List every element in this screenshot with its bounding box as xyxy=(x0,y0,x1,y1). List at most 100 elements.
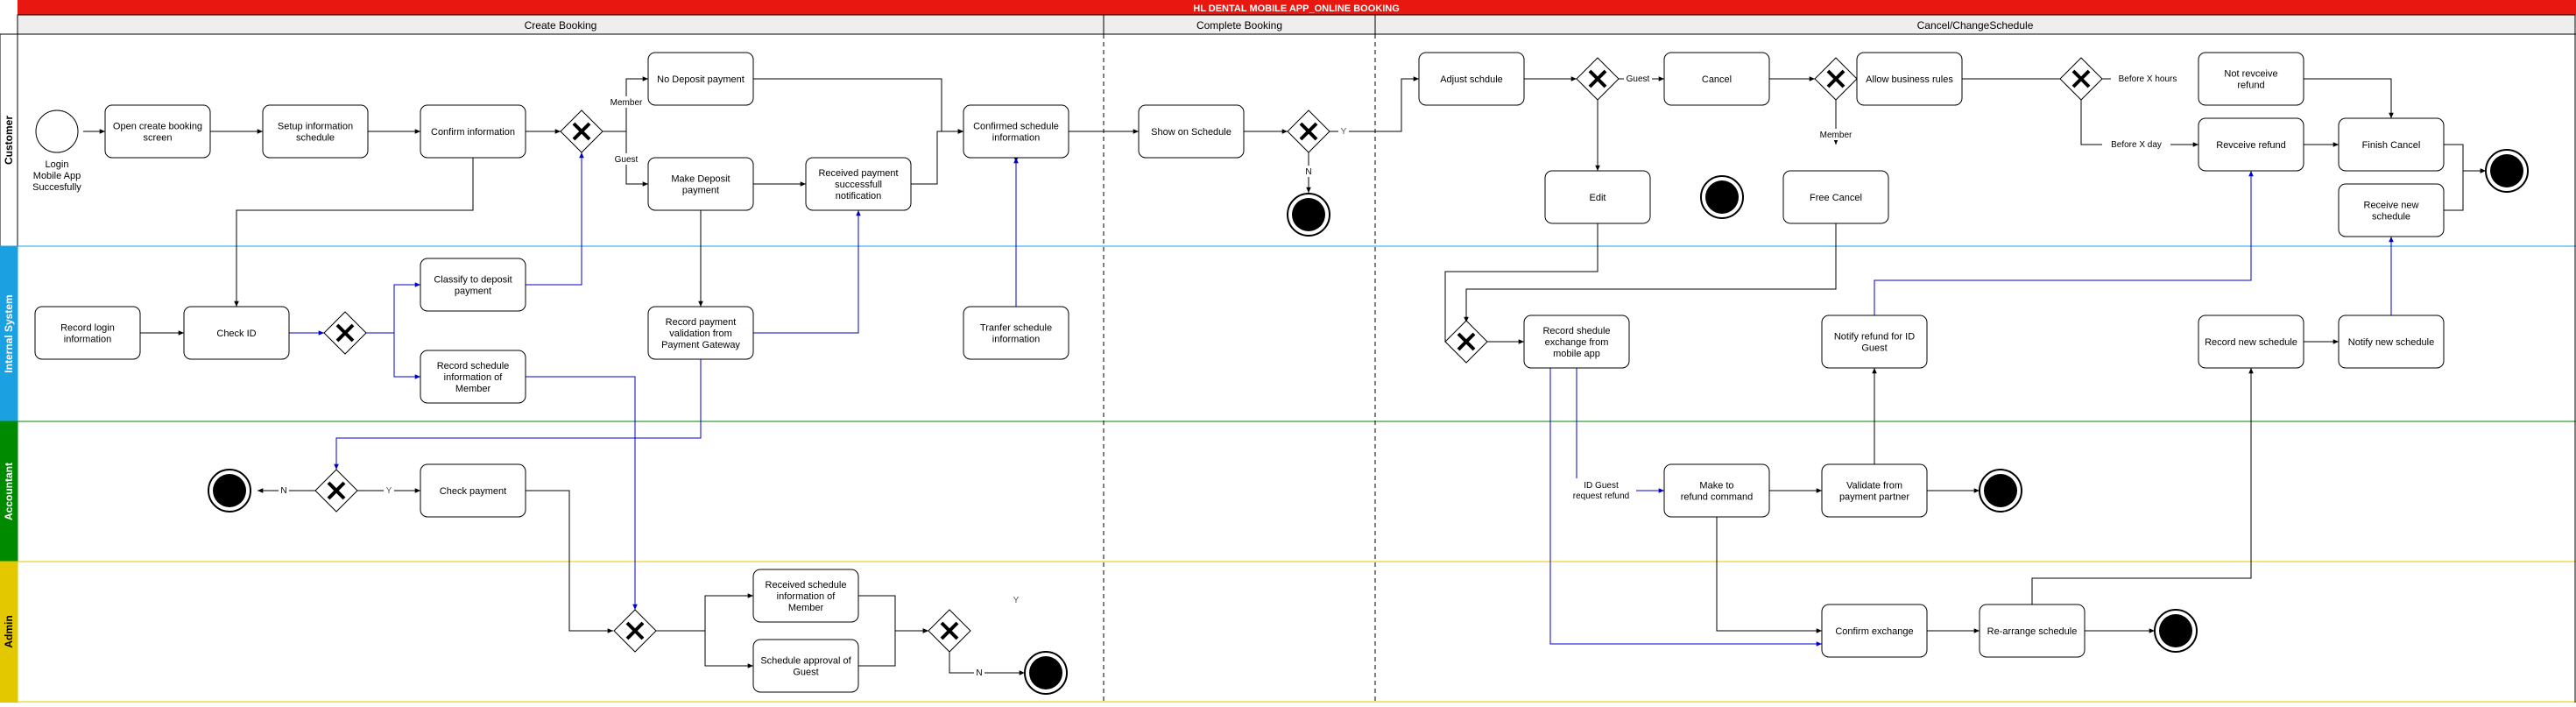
start-event xyxy=(35,110,79,153)
end-event xyxy=(2485,149,2529,193)
lane-label-admin: Admin xyxy=(3,615,15,647)
flow-edge xyxy=(2080,100,2198,147)
task-label: Notify new schedule xyxy=(2348,337,2434,348)
flow-edge xyxy=(366,282,420,334)
lane-label-customer: Customer xyxy=(3,116,15,165)
task-label: Allow business rules xyxy=(1866,74,1953,85)
title-bar xyxy=(18,0,2576,15)
flow-edge xyxy=(1874,171,2254,315)
edge-label-admin-yes: Y xyxy=(1013,596,1020,605)
flow-edge xyxy=(1549,368,1822,647)
task-label: Record new schedule xyxy=(2205,337,2297,348)
task-label: Cancel xyxy=(1702,74,1732,85)
edge-label-member: Member xyxy=(610,98,643,108)
flow-edge xyxy=(655,593,753,632)
task-notify-new-schedule: Notify new schedule xyxy=(2338,315,2445,369)
phase-label-create: Create Booking xyxy=(525,19,597,32)
task-edit: Edit xyxy=(1544,170,1651,224)
task-label: Confirm exchange xyxy=(1835,626,1913,637)
flow-edge xyxy=(1330,76,1419,132)
task-adjust-schedule: Adjust schdule xyxy=(1418,52,1525,106)
flow-edge xyxy=(2031,368,2254,604)
edge-label-guest2: Guest xyxy=(1627,74,1650,84)
flow-edge xyxy=(949,652,1025,675)
lane-label-internal: Internal System xyxy=(3,294,15,372)
flow-edge xyxy=(526,152,584,286)
task-label: Adjust schdule xyxy=(1440,74,1503,85)
task-show-on-schedule: Show on Schedule xyxy=(1138,104,1245,159)
edge-label-no: N xyxy=(1305,167,1311,177)
flow-edge xyxy=(911,129,963,185)
end-event xyxy=(1024,651,1068,695)
end-event xyxy=(1979,469,2022,513)
exclusive-gateway xyxy=(560,110,603,153)
phase-label-cancel: Cancel/ChangeSchedule xyxy=(1917,19,2034,32)
flow-edge xyxy=(655,630,753,668)
exclusive-gateway xyxy=(1444,320,1488,364)
task-label: No Deposit payment xyxy=(657,74,745,85)
task-allow-business-rules: Allow business rules xyxy=(1856,52,1963,106)
edge-label-before-x-hours: Before X hours xyxy=(2119,74,2177,84)
task-cancel: Cancel xyxy=(1663,52,1770,106)
flow-edge xyxy=(1464,223,1837,322)
edge-label-admin-no: N xyxy=(976,668,982,678)
task-label: Check payment xyxy=(440,486,506,497)
flow-edge xyxy=(366,332,420,379)
flow-edge xyxy=(2444,144,2486,173)
task-label: Confirm information xyxy=(431,127,515,138)
phase-label-complete: Complete Booking xyxy=(1196,19,1282,32)
lane-label-accountant: Accountant xyxy=(3,463,15,520)
exclusive-gateway xyxy=(928,609,971,653)
edge-label-guest: Guest xyxy=(615,155,639,165)
end-event xyxy=(208,469,251,513)
flow-edge xyxy=(526,376,638,610)
flow-edge xyxy=(1576,368,1664,493)
edge-label-acc-no: N xyxy=(280,486,286,496)
task-receive-refund: Revceive refund xyxy=(2198,117,2304,172)
flow-edge xyxy=(1716,517,1822,633)
end-event xyxy=(1287,193,1330,237)
exclusive-gateway xyxy=(323,311,367,355)
task-label: Re-arrange schedule xyxy=(1987,626,2078,637)
flow-edge xyxy=(526,490,613,633)
task-label: Free Cancel xyxy=(1810,193,1862,203)
flow-edge xyxy=(334,359,702,470)
task-label: Check ID xyxy=(216,329,256,339)
task-label: Finish Cancel xyxy=(2362,140,2421,151)
flow-edge xyxy=(858,595,928,633)
exclusive-gateway xyxy=(1814,57,1858,101)
